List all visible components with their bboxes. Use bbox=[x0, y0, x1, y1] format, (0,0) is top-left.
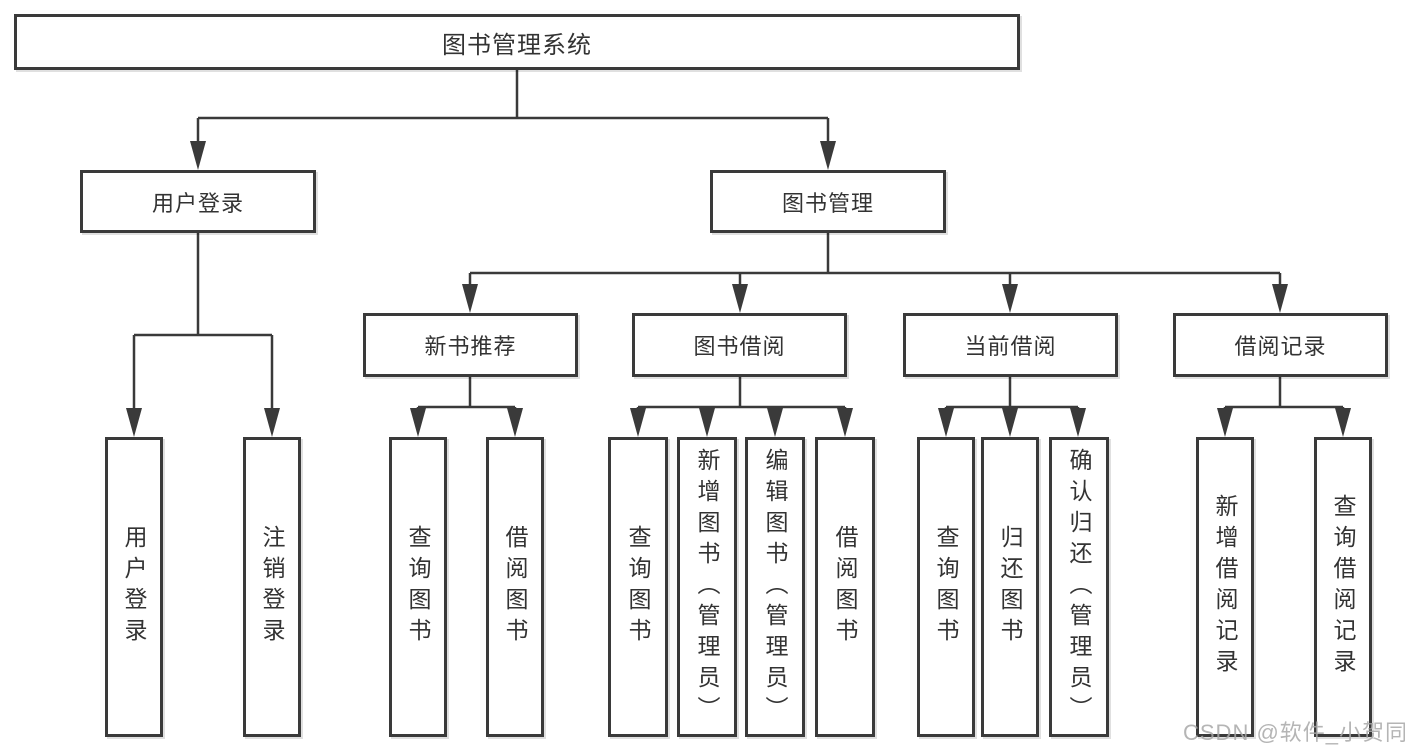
leaf-label: 确认归还（管理员） bbox=[1066, 447, 1092, 727]
leaf-label: 查询图书 bbox=[405, 525, 431, 649]
leaf-query-borrow-record: 查询借阅记录 bbox=[1314, 437, 1372, 737]
node-book-borrowing: 图书借阅 bbox=[632, 313, 847, 377]
leaf-label: 编辑图书（管理员） bbox=[762, 447, 788, 727]
leaf-add-book-admin: 新增图书（管理员） bbox=[677, 437, 737, 737]
node-new-book-recommend: 新书推荐 bbox=[363, 313, 578, 377]
leaf-edit-book-admin: 编辑图书（管理员） bbox=[745, 437, 805, 737]
leaf-label: 用户登录 bbox=[121, 525, 147, 649]
leaf-label: 借阅图书 bbox=[832, 525, 858, 649]
leaf-label: 新增借阅记录 bbox=[1212, 494, 1238, 680]
node-borrow-records: 借阅记录 bbox=[1173, 313, 1388, 377]
node-current-borrowing: 当前借阅 bbox=[903, 313, 1118, 377]
leaf-query-books-1: 查询图书 bbox=[389, 437, 447, 737]
leaf-label: 归还图书 bbox=[997, 525, 1023, 649]
node-label: 新书推荐 bbox=[424, 334, 517, 359]
leaf-add-borrow-record: 新增借阅记录 bbox=[1196, 437, 1254, 737]
leaf-label: 注销登录 bbox=[259, 525, 285, 649]
csdn-watermark: CSDN @软件_小贺同学 bbox=[1183, 720, 1405, 745]
node-label: 借阅记录 bbox=[1234, 334, 1327, 359]
node-label: 图书借阅 bbox=[693, 334, 786, 359]
node-user-login: 用户登录 bbox=[80, 170, 316, 233]
node-book-management: 图书管理 bbox=[710, 170, 946, 233]
leaf-label: 查询图书 bbox=[933, 525, 959, 649]
leaf-borrow-books-2: 借阅图书 bbox=[815, 437, 875, 737]
leaf-label: 新增图书（管理员） bbox=[694, 447, 720, 727]
leaf-logout: 注销登录 bbox=[243, 437, 301, 737]
leaf-label: 查询借阅记录 bbox=[1330, 494, 1356, 680]
node-root-system: 图书管理系统 bbox=[14, 14, 1020, 70]
leaf-borrow-books-1: 借阅图书 bbox=[486, 437, 544, 737]
leaf-user-login: 用户登录 bbox=[105, 437, 163, 737]
leaf-query-books-2: 查询图书 bbox=[608, 437, 668, 737]
node-label: 用户登录 bbox=[151, 190, 244, 216]
leaf-label: 查询图书 bbox=[625, 525, 651, 649]
leaf-query-books-3: 查询图书 bbox=[917, 437, 975, 737]
node-label: 图书管理 bbox=[781, 190, 874, 216]
node-label: 当前借阅 bbox=[964, 334, 1057, 359]
leaf-return-books: 归还图书 bbox=[981, 437, 1039, 737]
leaf-confirm-return-admin: 确认归还（管理员） bbox=[1049, 437, 1109, 737]
leaf-label: 借阅图书 bbox=[502, 525, 528, 649]
node-label: 图书管理系统 bbox=[442, 31, 592, 59]
